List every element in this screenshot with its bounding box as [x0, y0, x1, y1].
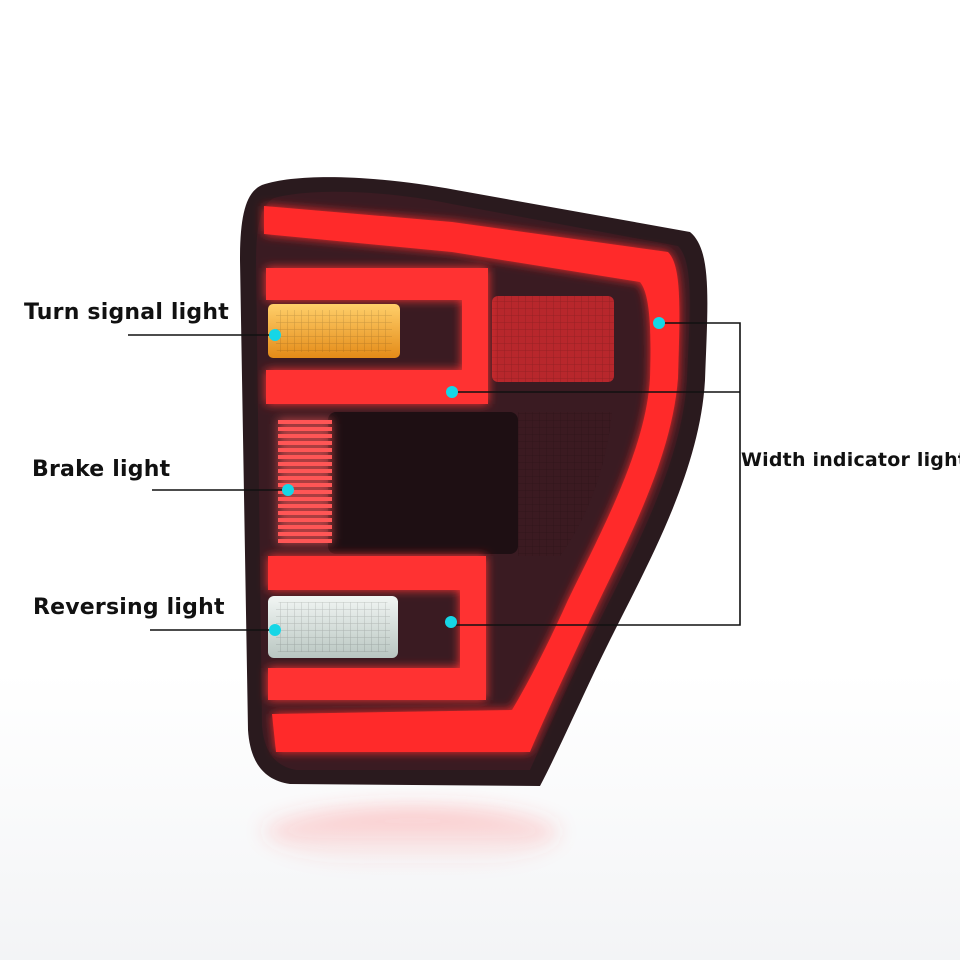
lower-c-bar — [268, 556, 486, 700]
callout-markers — [269, 317, 665, 636]
marker-turn-signal — [269, 329, 281, 341]
lamp-reflection — [262, 806, 560, 868]
marker-width-upper — [446, 386, 458, 398]
label-brake: Brake light — [32, 457, 171, 482]
brake-light-array — [278, 418, 332, 544]
leader-lines — [128, 322, 741, 631]
outer-light-bar — [264, 206, 680, 752]
label-reversing: Reversing light — [33, 595, 225, 620]
marker-brake — [282, 484, 294, 496]
marker-width-lower — [445, 616, 457, 628]
label-turn-signal: Turn signal light — [24, 300, 229, 325]
reversing-lens — [268, 596, 398, 658]
middle-dark-block — [328, 412, 612, 556]
upper-lens-chamber — [492, 296, 614, 382]
marker-width-outer — [653, 317, 665, 329]
marker-reversing — [269, 624, 281, 636]
upper-c-bar — [266, 268, 488, 404]
turn-signal-lens — [268, 304, 400, 358]
label-width-indicator: Width indicator light — [741, 449, 960, 471]
